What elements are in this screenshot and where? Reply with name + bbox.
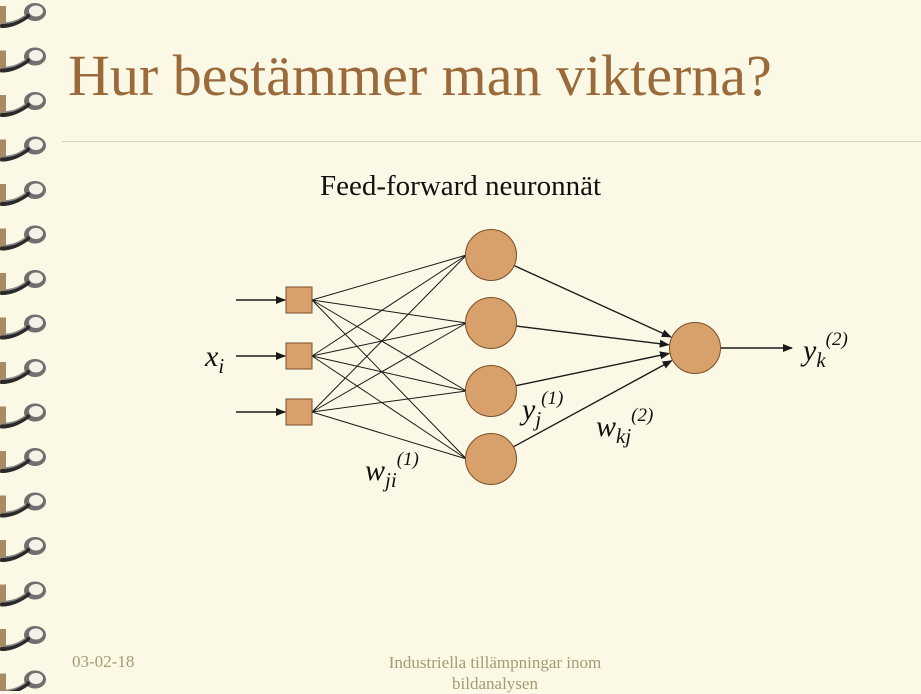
edge-input-hidden — [311, 299, 467, 460]
binding-ring — [0, 270, 46, 295]
edge-input-hidden — [311, 355, 467, 460]
title-divider — [62, 141, 921, 142]
output-label: yk(2) — [803, 329, 848, 372]
footer-course-line2: bildanalysen — [452, 674, 538, 693]
input-node — [285, 286, 313, 314]
footer-date: 03-02-18 — [72, 652, 135, 671]
connection-lines — [311, 254, 673, 460]
binding-ring — [0, 47, 46, 73]
hidden-node — [465, 433, 517, 485]
edge-hidden-output — [516, 325, 670, 348]
binding-ring — [0, 492, 46, 518]
footer-course-line1: Industriella tillämpningar inom — [388, 653, 602, 672]
edge-input-hidden — [311, 299, 467, 324]
binding-ring — [0, 403, 46, 429]
edge-hidden-output — [513, 264, 672, 338]
hidden-node — [465, 297, 517, 349]
binding-ring — [0, 181, 46, 206]
input-node — [285, 342, 313, 370]
edge-input-hidden — [311, 254, 467, 301]
binding-ring — [0, 314, 46, 340]
binding-ring — [0, 448, 46, 473]
binding-ring — [0, 537, 46, 562]
edge-input-hidden — [311, 322, 467, 413]
binding-ring — [0, 581, 46, 607]
footer-course: Industriella tillämpningar inom bildanal… — [330, 652, 660, 694]
edge-hidden-output — [515, 351, 671, 387]
hidden-node — [465, 365, 517, 417]
slide-title: Hur bestämmer man vikterna? — [68, 43, 772, 108]
binding-ring — [0, 359, 46, 384]
input-node — [285, 398, 313, 426]
spiral-binding — [0, 3, 46, 691]
weights-layer2-label: wkj(2) — [596, 405, 654, 448]
edge-input-hidden — [311, 254, 467, 357]
edge-input-hidden — [311, 299, 467, 392]
edge-input-hidden — [311, 254, 467, 413]
binding-ring — [0, 3, 46, 28]
edge-input-hidden — [311, 355, 467, 392]
binding-ring — [0, 225, 46, 251]
edge-input-hidden — [311, 322, 467, 357]
output-node — [669, 322, 721, 374]
binding-ring — [0, 626, 46, 651]
hidden-node — [465, 229, 517, 281]
hidden-output-label: yj(1) — [522, 388, 564, 431]
edge-input-hidden — [311, 411, 467, 460]
binding-ring — [0, 136, 46, 162]
edge-input-hidden — [311, 390, 467, 413]
edge-hidden-output — [513, 360, 673, 448]
input-label: xi — [205, 340, 225, 378]
binding-ring — [0, 92, 46, 117]
diagram-subtitle: Feed-forward neuronnät — [319, 170, 602, 202]
weights-layer1-label: wji(1) — [365, 449, 419, 492]
